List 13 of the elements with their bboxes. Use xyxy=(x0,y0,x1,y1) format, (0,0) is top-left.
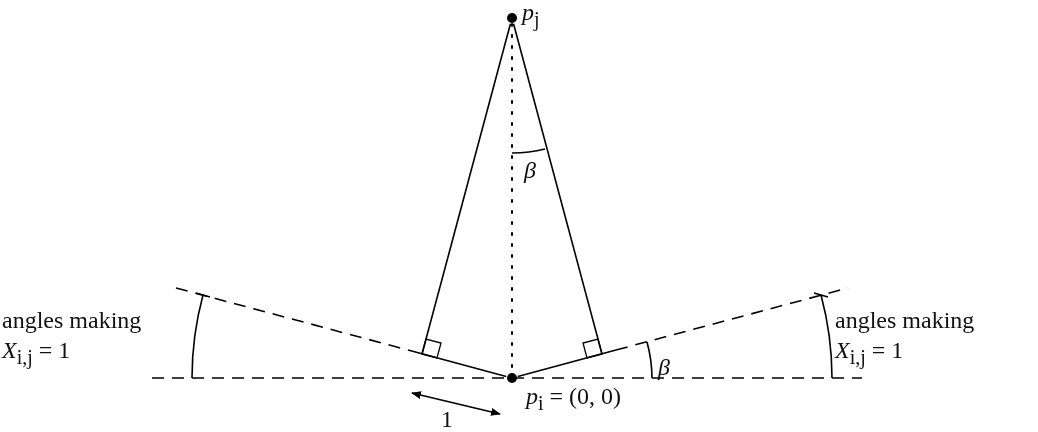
line xyxy=(512,23,603,355)
line xyxy=(517,349,617,378)
line xyxy=(407,349,507,378)
point-label: p$_{i}$ = (0, 0) xyxy=(526,382,622,416)
right-angle-mark xyxy=(421,338,442,359)
angle-note: angles making X$_{i,j}$ = 1 xyxy=(835,306,976,371)
angle-label: β xyxy=(658,353,670,382)
right-angle-mark xyxy=(582,338,603,359)
dimension-label: 1 xyxy=(441,405,453,432)
line xyxy=(421,23,512,355)
angle-label: β xyxy=(524,156,536,185)
angle-note: angles making X$_{i,j}$ = 1 xyxy=(2,306,143,371)
point-label: p$_{j}$ xyxy=(522,0,540,33)
